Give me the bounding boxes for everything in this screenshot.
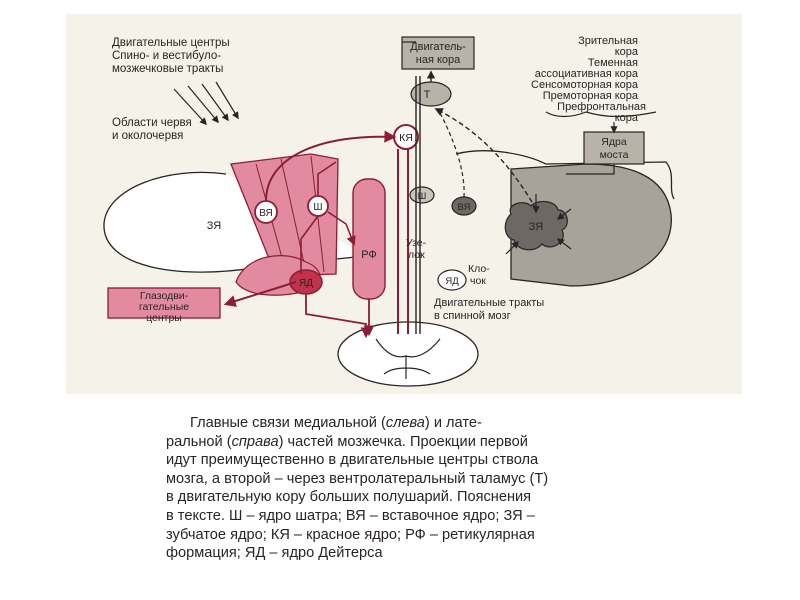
label-dentate: ЗЯ — [529, 221, 544, 233]
label-nodulus-1: Узе- — [406, 237, 427, 249]
caption-line-3: идут преимущественно в двигательные цент… — [166, 452, 539, 469]
label-pons-2: моста — [600, 149, 629, 161]
label-motor-centers-3: мозжечковые тракты — [112, 63, 223, 75]
caption-line-2: ральной (справа) частей мозжечка. Проекц… — [166, 433, 528, 450]
caption-line-4: мозга, а второй – через вентролатеральны… — [166, 470, 549, 487]
label-dentate-left: ЗЯ — [207, 220, 222, 232]
label-motor-cortex-1: Двигатель- — [410, 41, 466, 53]
caption-line-8: формация; ЯД – ядро Дейтерса — [166, 545, 383, 562]
label-flocculus-2: чок — [470, 275, 486, 287]
label-interposed-right: ВЯ — [458, 202, 471, 213]
reticular-formation-bar — [352, 178, 386, 300]
label-nodulus-2: лок — [408, 249, 425, 261]
label-pons-1: Ядра — [601, 136, 627, 148]
label-sensorimotor: Сенсомоторная кора — [531, 79, 639, 91]
label-motor-cortex-2: ная кора — [416, 54, 461, 66]
label-parietal-2: ассоциативная кора — [535, 68, 639, 80]
figure-caption: Главные связи медиальной (слева) и лате-… — [166, 414, 734, 563]
label-motor-centers-1: Двигательные центры — [112, 37, 230, 49]
label-vermis-1: Области червя — [112, 117, 192, 129]
label-deiters-right: ЯД — [445, 276, 459, 287]
caption-line-7: зубчатое ядро; КЯ – красное ядро; РФ – р… — [166, 526, 535, 543]
label-red-nucleus: КЯ — [399, 132, 413, 144]
label-oculomotor-2: гательные — [139, 301, 189, 313]
label-deiters: ЯД — [299, 278, 313, 289]
label-vermis-2: и околочервя — [112, 130, 183, 142]
label-reticular: РФ — [361, 249, 377, 261]
label-spinal-2: в спинной мозг — [434, 310, 511, 322]
label-fastigial: Ш — [313, 202, 322, 213]
label-visual-1: Зрительная — [578, 35, 638, 47]
caption-line-6: в тексте. Ш – ядро шатра; ВЯ – вставочно… — [166, 507, 535, 524]
cerebellum-right-outline — [455, 150, 675, 200]
lateral-hemisphere — [510, 163, 672, 287]
label-parietal-1: Теменная — [588, 57, 638, 69]
label-interposed: ВЯ — [259, 208, 273, 219]
oculomotor-box — [107, 287, 221, 319]
flocculus-right — [437, 269, 467, 291]
spinal-grey-matter — [375, 338, 441, 379]
diagram-canvas: РФ КЯ ВЯ Ш ЯД ЗЯ ВЯ Ш ЗЯ ЯД — [103, 35, 675, 387]
label-oculomotor-3: центры — [146, 312, 182, 324]
cerebellum-diagram: РФ КЯ ВЯ Ш ЯД ЗЯ ВЯ Ш ЗЯ ЯД — [66, 14, 742, 394]
caption-line-1: Главные связи медиальной (слева) и лате- — [190, 415, 482, 431]
label-visual-2: кора — [615, 46, 639, 58]
label-oculomotor-1: Глазодви- — [140, 290, 189, 302]
label-spinal-1: Двигательные тракты — [434, 297, 544, 309]
label-flocculus-1: Кло- — [468, 263, 490, 275]
caption-line-5: в двигательную кору больших полушарий. П… — [166, 489, 532, 506]
label-premotor: Премоторная кора — [543, 90, 639, 102]
label-fastigial-right: Ш — [418, 191, 427, 202]
label-prefrontal-1: Префронтальная — [557, 101, 646, 113]
label-thalamus: Т — [424, 89, 431, 101]
dentate-nucleus — [504, 200, 568, 251]
label-prefrontal-2: кора — [615, 112, 639, 124]
thalamus — [410, 81, 452, 107]
label-motor-centers-2: Спино- и вестибуло- — [112, 50, 221, 62]
